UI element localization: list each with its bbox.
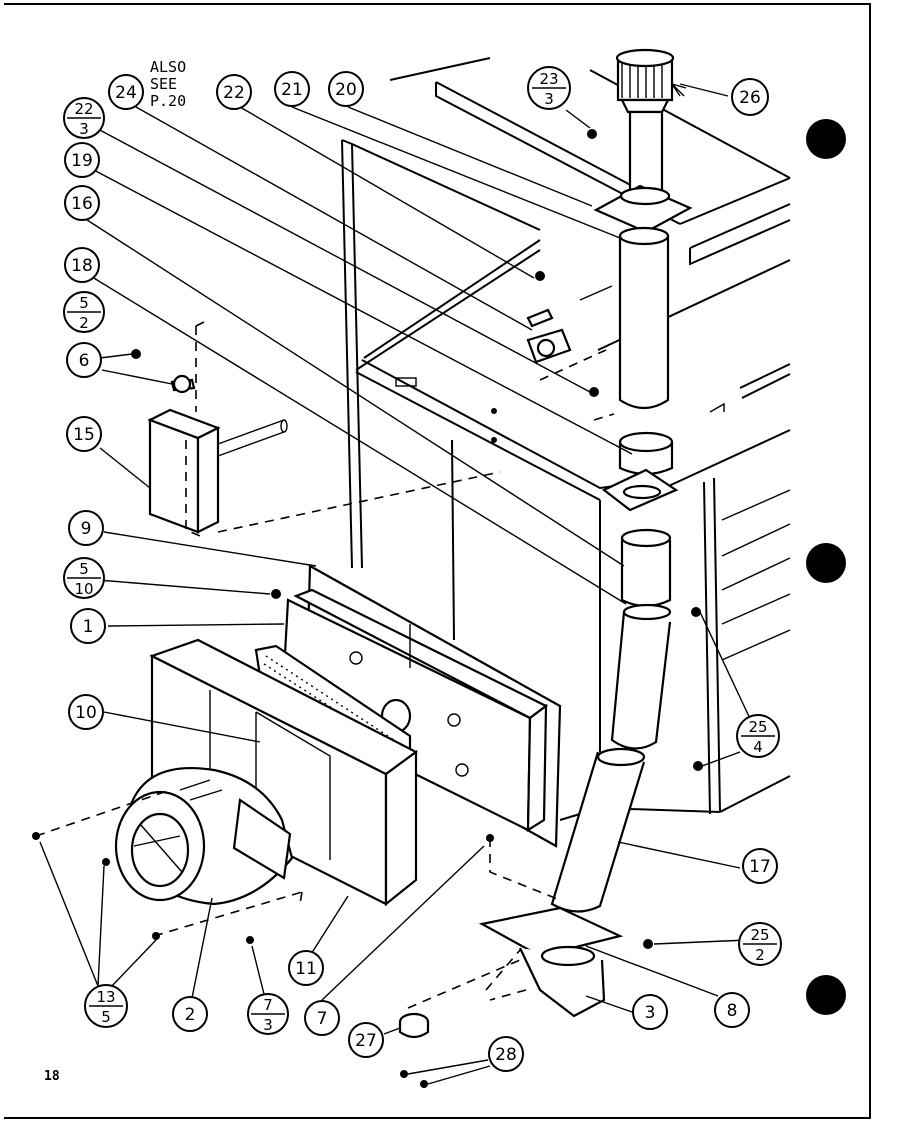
- callout-7-over-3: 7 3: [247, 993, 289, 1035]
- callout-21: 21: [274, 71, 310, 107]
- callout-2: 2: [172, 996, 208, 1032]
- callout-5-over-10: 5 10: [63, 557, 105, 599]
- svg-text:2: 2: [185, 1005, 196, 1025]
- vent-cap: [615, 48, 675, 194]
- vent-pipe-lower: [550, 747, 646, 913]
- vent-pipe-upper: [593, 184, 693, 410]
- svg-text:11: 11: [295, 959, 317, 979]
- callout-8: 8: [714, 992, 750, 1028]
- svg-text:25: 25: [750, 926, 769, 944]
- switch-parts: [32, 129, 703, 1088]
- vent-base-collar: [478, 906, 624, 1018]
- svg-text:19: 19: [71, 151, 93, 171]
- callout-28: 28: [488, 1036, 524, 1072]
- svg-text:3: 3: [544, 90, 554, 108]
- svg-text:7: 7: [317, 1009, 328, 1029]
- callout-18: 18: [64, 247, 100, 283]
- callout-27: 27: [348, 1022, 384, 1058]
- burner-box: [149, 638, 419, 907]
- leader-lines: [39, 83, 761, 1085]
- callout-22-over-3: 22 3: [63, 97, 105, 139]
- callout-3: 3: [632, 994, 668, 1030]
- callout-23-over-3: 23 3: [527, 66, 571, 110]
- svg-text:5: 5: [79, 294, 89, 312]
- callout-6: 6: [66, 342, 102, 378]
- callout-25-over-2: 25 2: [738, 922, 782, 966]
- see-also-note-line-1: ALSO: [150, 58, 186, 76]
- svg-text:8: 8: [727, 1001, 738, 1021]
- binder-hole-middle: [806, 543, 846, 583]
- svg-text:10: 10: [74, 580, 93, 598]
- page-number: 18: [44, 1069, 60, 1084]
- callout-24: 24: [108, 74, 144, 110]
- heat-exchanger: [280, 564, 562, 848]
- svg-text:6: 6: [79, 351, 90, 371]
- svg-text:5: 5: [79, 560, 89, 578]
- binder-hole-bottom: [806, 975, 846, 1015]
- svg-text:22: 22: [74, 100, 93, 118]
- svg-text:15: 15: [73, 425, 95, 445]
- svg-text:2: 2: [755, 946, 765, 964]
- callout-1: 1: [70, 608, 106, 644]
- svg-text:7: 7: [263, 996, 273, 1014]
- callout-25-over-4: 25 4: [736, 714, 780, 758]
- svg-text:9: 9: [81, 519, 92, 539]
- callout-20: 20: [328, 71, 364, 107]
- callout-26: 26: [731, 78, 769, 116]
- inducer-blower: [114, 766, 294, 906]
- callout-11: 11: [288, 950, 324, 986]
- callout-19: 19: [64, 142, 100, 178]
- binder-hole-top: [806, 119, 846, 159]
- svg-text:3: 3: [79, 120, 89, 138]
- svg-text:13: 13: [96, 988, 115, 1006]
- limit-switch: [398, 1012, 430, 1039]
- svg-text:23: 23: [539, 70, 558, 88]
- svg-text:4: 4: [753, 738, 763, 756]
- see-also-note-line-2: SEE: [150, 75, 177, 93]
- svg-text:5: 5: [101, 1008, 111, 1026]
- svg-text:27: 27: [355, 1031, 377, 1051]
- svg-text:3: 3: [263, 1016, 273, 1034]
- vent-elbow: [610, 528, 672, 750]
- svg-text:18: 18: [71, 256, 93, 276]
- svg-text:16: 16: [71, 194, 93, 214]
- callout-17: 17: [742, 848, 778, 884]
- vent-collar-middle: [601, 431, 679, 512]
- svg-text:10: 10: [75, 703, 97, 723]
- callout-22: 22: [216, 74, 252, 110]
- svg-text:28: 28: [495, 1045, 517, 1065]
- callout-5-over-2: 5 2: [63, 291, 105, 333]
- svg-text:1: 1: [83, 617, 94, 637]
- svg-text:24: 24: [115, 83, 137, 103]
- callout-9: 9: [68, 510, 104, 546]
- callout-13-over-5: 13 5: [84, 984, 128, 1028]
- svg-text:20: 20: [335, 80, 357, 100]
- junction-box: [147, 374, 288, 534]
- svg-text:26: 26: [739, 88, 761, 108]
- callout-16: 16: [64, 185, 100, 221]
- callout-10: 10: [68, 694, 104, 730]
- page-border: [4, 3, 871, 1119]
- svg-text:25: 25: [748, 718, 767, 736]
- assembly-dashed-lines: [35, 321, 615, 1009]
- svg-text:21: 21: [281, 80, 303, 100]
- svg-text:17: 17: [749, 857, 771, 877]
- svg-text:3: 3: [645, 1003, 656, 1023]
- see-also-note-line-3: P.20: [150, 92, 186, 110]
- callout-15: 15: [66, 416, 102, 452]
- svg-text:22: 22: [223, 83, 245, 103]
- svg-text:2: 2: [79, 314, 89, 332]
- callout-7: 7: [304, 1000, 340, 1036]
